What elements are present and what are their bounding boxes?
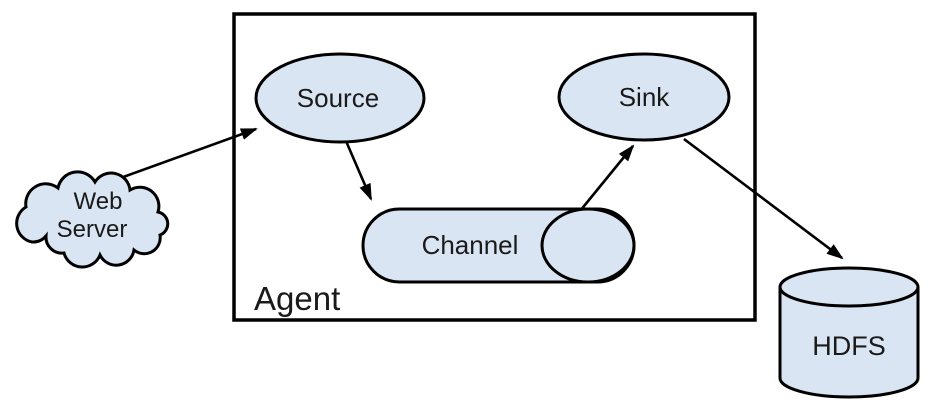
sink-node: Sink <box>557 52 731 142</box>
edge-webserver-to-source <box>103 127 258 186</box>
web-server-label-line2: Server <box>57 216 128 243</box>
edge-source-to-channel <box>344 140 373 201</box>
channel-label: Channel <box>422 230 519 260</box>
cloud-shape <box>15 170 170 269</box>
source-label: Source <box>297 83 379 113</box>
edge-channel-to-sink <box>578 144 635 212</box>
sink-label: Sink <box>619 82 671 112</box>
agent-container-box <box>232 12 757 322</box>
sink-ellipse <box>557 52 731 142</box>
hdfs-cylinder-body <box>778 287 920 399</box>
channel-end-cap <box>540 207 636 284</box>
web-server-node: Web Server <box>15 170 170 269</box>
edge-sink-to-hdfs <box>683 137 844 260</box>
source-node: Source <box>254 52 426 144</box>
web-server-label-line1: Web <box>74 188 123 215</box>
agent-label: Agent <box>254 280 340 317</box>
edges <box>103 127 844 260</box>
channel-node: Channel <box>361 207 636 284</box>
hdfs-node: HDFS <box>778 266 920 399</box>
hdfs-cylinder-top <box>778 266 920 308</box>
hdfs-label: HDFS <box>812 331 886 361</box>
source-ellipse <box>254 52 426 144</box>
